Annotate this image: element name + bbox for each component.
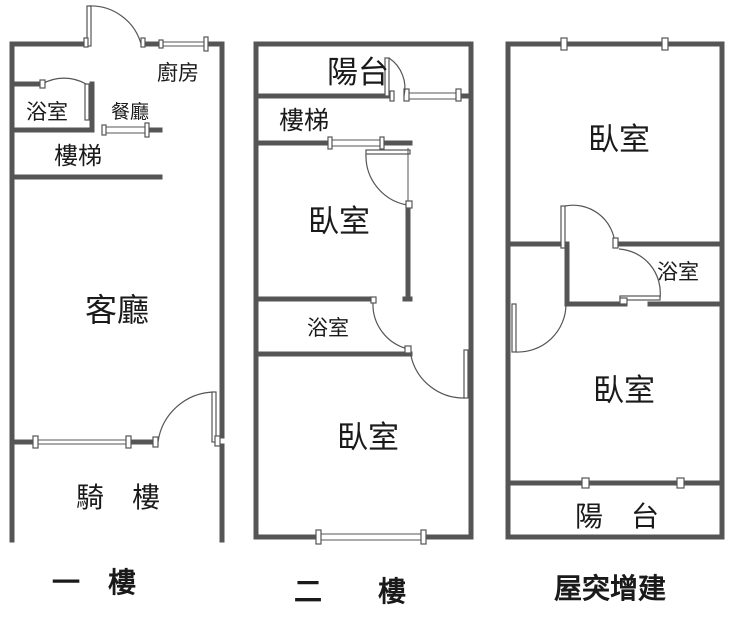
first-floor-window-jamb [32, 435, 39, 449]
rooftop-bathroom-label: 浴室 [657, 260, 699, 284]
second-floor-door-jamb [389, 90, 395, 102]
second-floor-door-jamb [404, 345, 412, 354]
second-floor-bedroom-bottom-label: 臥室 [337, 420, 399, 456]
first-floor-door-jamb [83, 37, 89, 48]
first-floor-bathroom-door-leaf [84, 83, 90, 121]
first-floor-bathroom-door-swing [41, 77, 87, 85]
second-floor-window-jamb [315, 529, 322, 545]
second-floor-bedroom-bottom-door-leaf [463, 349, 469, 399]
first-floor-arcade-window [35, 439, 129, 445]
first-floor-arcade-door-leaf [211, 391, 217, 443]
second-floor-bedroom-bottom-door-swing [410, 355, 466, 399]
rooftop-bedroom-bottom-label: 臥室 [593, 373, 655, 409]
second-floor-bathroom-label: 浴室 [307, 316, 349, 340]
first-floor-arcade-door-swing [157, 391, 215, 443]
rooftop-bedroom-door-swing [564, 204, 616, 245]
first-floor-bathroom-label: 浴室 [26, 100, 68, 124]
rooftop-balcony-label: 陽 台 [575, 500, 659, 533]
first-floor-kitchen-label: 廚房 [157, 61, 199, 85]
second-floor-window-jamb [379, 136, 385, 150]
second-floor-bedroom-top-label: 臥室 [308, 204, 370, 240]
second-floor-bedroom-door-swing [365, 153, 408, 206]
second-floor-front-window [318, 533, 424, 541]
first-floor-top-window [161, 41, 206, 47]
first-floor-stairs-label: 樓梯 [54, 142, 102, 170]
first-floor-window-jamb [203, 36, 209, 52]
second-floor-door-jamb [370, 296, 377, 304]
first-floor-plan: 廚房 浴室 餐廳 樓梯 客廳 騎 樓 [9, 5, 225, 543]
second-floor-bedroom-door-leaf [365, 149, 411, 155]
second-floor-stairs-label: 樓梯 [279, 106, 329, 135]
first-floor-door-jamb [214, 435, 221, 447]
second-floor-balcony-door-swing [388, 57, 406, 97]
rooftop-window-jamb [581, 477, 590, 489]
second-floor-title: 二 樓 [294, 575, 406, 608]
second-floor-window-jamb [455, 88, 462, 102]
rooftop-bedroom-top-label: 臥室 [588, 122, 650, 158]
rooftop-bedroom-door-leaf [560, 205, 566, 249]
rooftop-window-jamb [560, 37, 568, 51]
rooftop-bottom-bedroom-door-swing [515, 303, 567, 353]
first-floor-window-jamb [101, 124, 107, 136]
first-floor-door-jamb [152, 436, 159, 448]
second-floor-balcony-window [406, 92, 458, 100]
second-floor-window-jamb [420, 529, 427, 545]
first-floor-dining-label: 餐廳 [111, 101, 149, 123]
second-floor-bathroom-door-swing [372, 301, 409, 350]
rooftop-floor-title: 屋突增建 [554, 572, 666, 605]
rooftop-floor-plan: 臥室 浴室 臥室 陽 台 [505, 37, 725, 540]
second-floor-plan: 陽台 樓梯 臥室 浴室 臥室 [253, 41, 474, 545]
first-floor-door-jamb [39, 79, 46, 89]
first-floor-bathroom-walls [9, 81, 95, 133]
rooftop-window-jamb [661, 37, 669, 51]
second-floor-stairs-window [330, 139, 382, 147]
second-floor-balcony-door-leaf [384, 57, 390, 97]
second-floor-door-jamb [405, 200, 413, 209]
first-floor-entry-door-swing [88, 5, 142, 45]
rooftop-door-jamb [619, 297, 628, 305]
first-floor-title: 一 樓 [52, 566, 136, 599]
first-floor-dining-window [104, 126, 147, 134]
first-floor-window-jamb [144, 122, 150, 138]
rooftop-window-jamb [676, 477, 685, 489]
first-floor-living-label: 客廳 [85, 291, 149, 329]
first-floor-window-jamb [125, 435, 132, 449]
rooftop-bottom-bedroom-door-leaf [511, 303, 517, 353]
rooftop-bathroom-door-swing [618, 248, 661, 299]
second-floor-balcony-label: 陽台 [327, 55, 389, 91]
first-floor-arcade-label: 騎 樓 [76, 481, 160, 514]
rooftop-door-jamb [612, 237, 619, 249]
first-floor-window-jamb [158, 39, 164, 49]
second-floor-window-jamb [327, 136, 333, 150]
first-floor-door-jamb [140, 37, 146, 48]
